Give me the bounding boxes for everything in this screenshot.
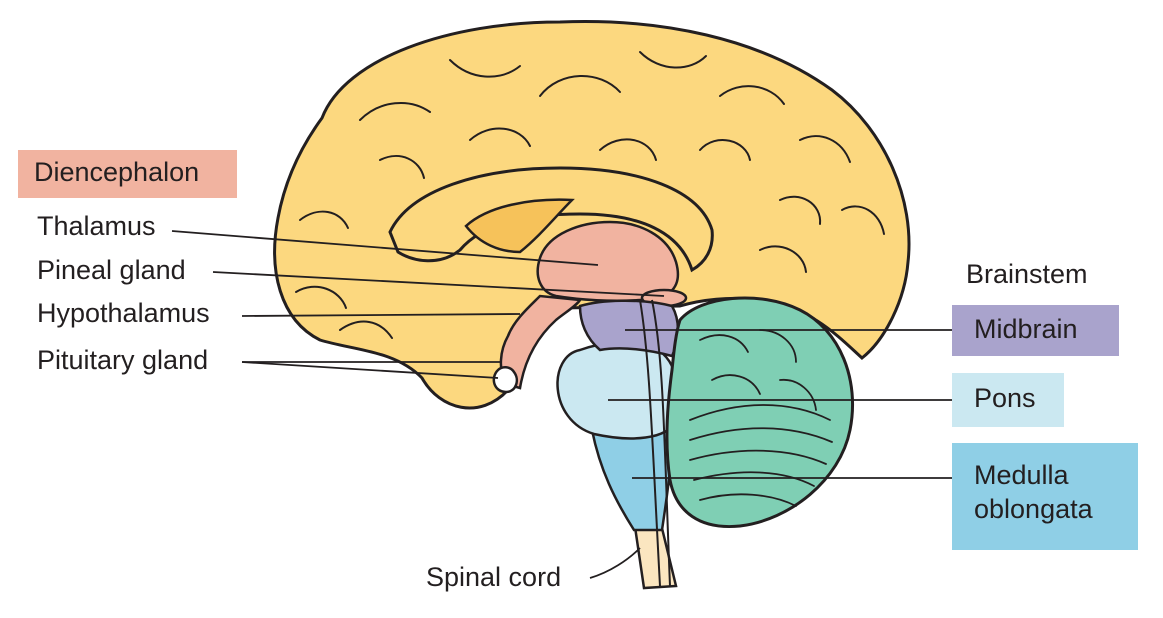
medulla-oblongata-box: Medulla oblongata — [952, 443, 1138, 550]
pituitary-gland-leader-1 — [241, 361, 499, 379]
cerebellum-folds — [689, 329, 833, 507]
pituitary-gland-label: Pituitary gland — [37, 345, 209, 375]
cerebrum-folds — [295, 51, 885, 339]
thalamus-label: Thalamus — [37, 211, 156, 241]
brainstem-heading: Brainstem — [966, 259, 1088, 289]
midbrain — [578, 299, 680, 358]
lateral-ventricle — [464, 198, 575, 254]
hypothalamus — [499, 294, 583, 390]
pineal-gland-label: Pineal gland — [37, 255, 186, 285]
diencephalon-box: Diencephalon — [18, 150, 237, 198]
pineal-gland-leader — [212, 271, 665, 297]
thalamus — [536, 220, 679, 303]
pons-label: Pons — [974, 383, 1036, 413]
medulla-label-line2: oblongata — [974, 493, 1093, 524]
leader-lines — [171, 230, 952, 579]
hypothalamus-label: Hypothalamus — [37, 298, 210, 328]
spinal-cord-label: Spinal cord — [426, 562, 562, 592]
medulla-oblongata — [590, 428, 674, 532]
pons-box: Pons — [952, 373, 1064, 427]
medulla-label-line1: Medulla — [974, 460, 1069, 490]
midbrain-box: Midbrain — [952, 305, 1119, 356]
midbrain-label: Midbrain — [974, 314, 1078, 344]
cerebellum — [665, 296, 855, 529]
hypothalamus-leader — [241, 313, 521, 317]
spinal-cord-leader — [589, 547, 641, 579]
brainstem-tracts — [639, 299, 671, 587]
diencephalon-label: Diencephalon — [34, 157, 200, 187]
corpus-callosum — [388, 166, 714, 273]
thalamus-leader — [171, 230, 599, 266]
pituitary-gland — [492, 366, 518, 394]
